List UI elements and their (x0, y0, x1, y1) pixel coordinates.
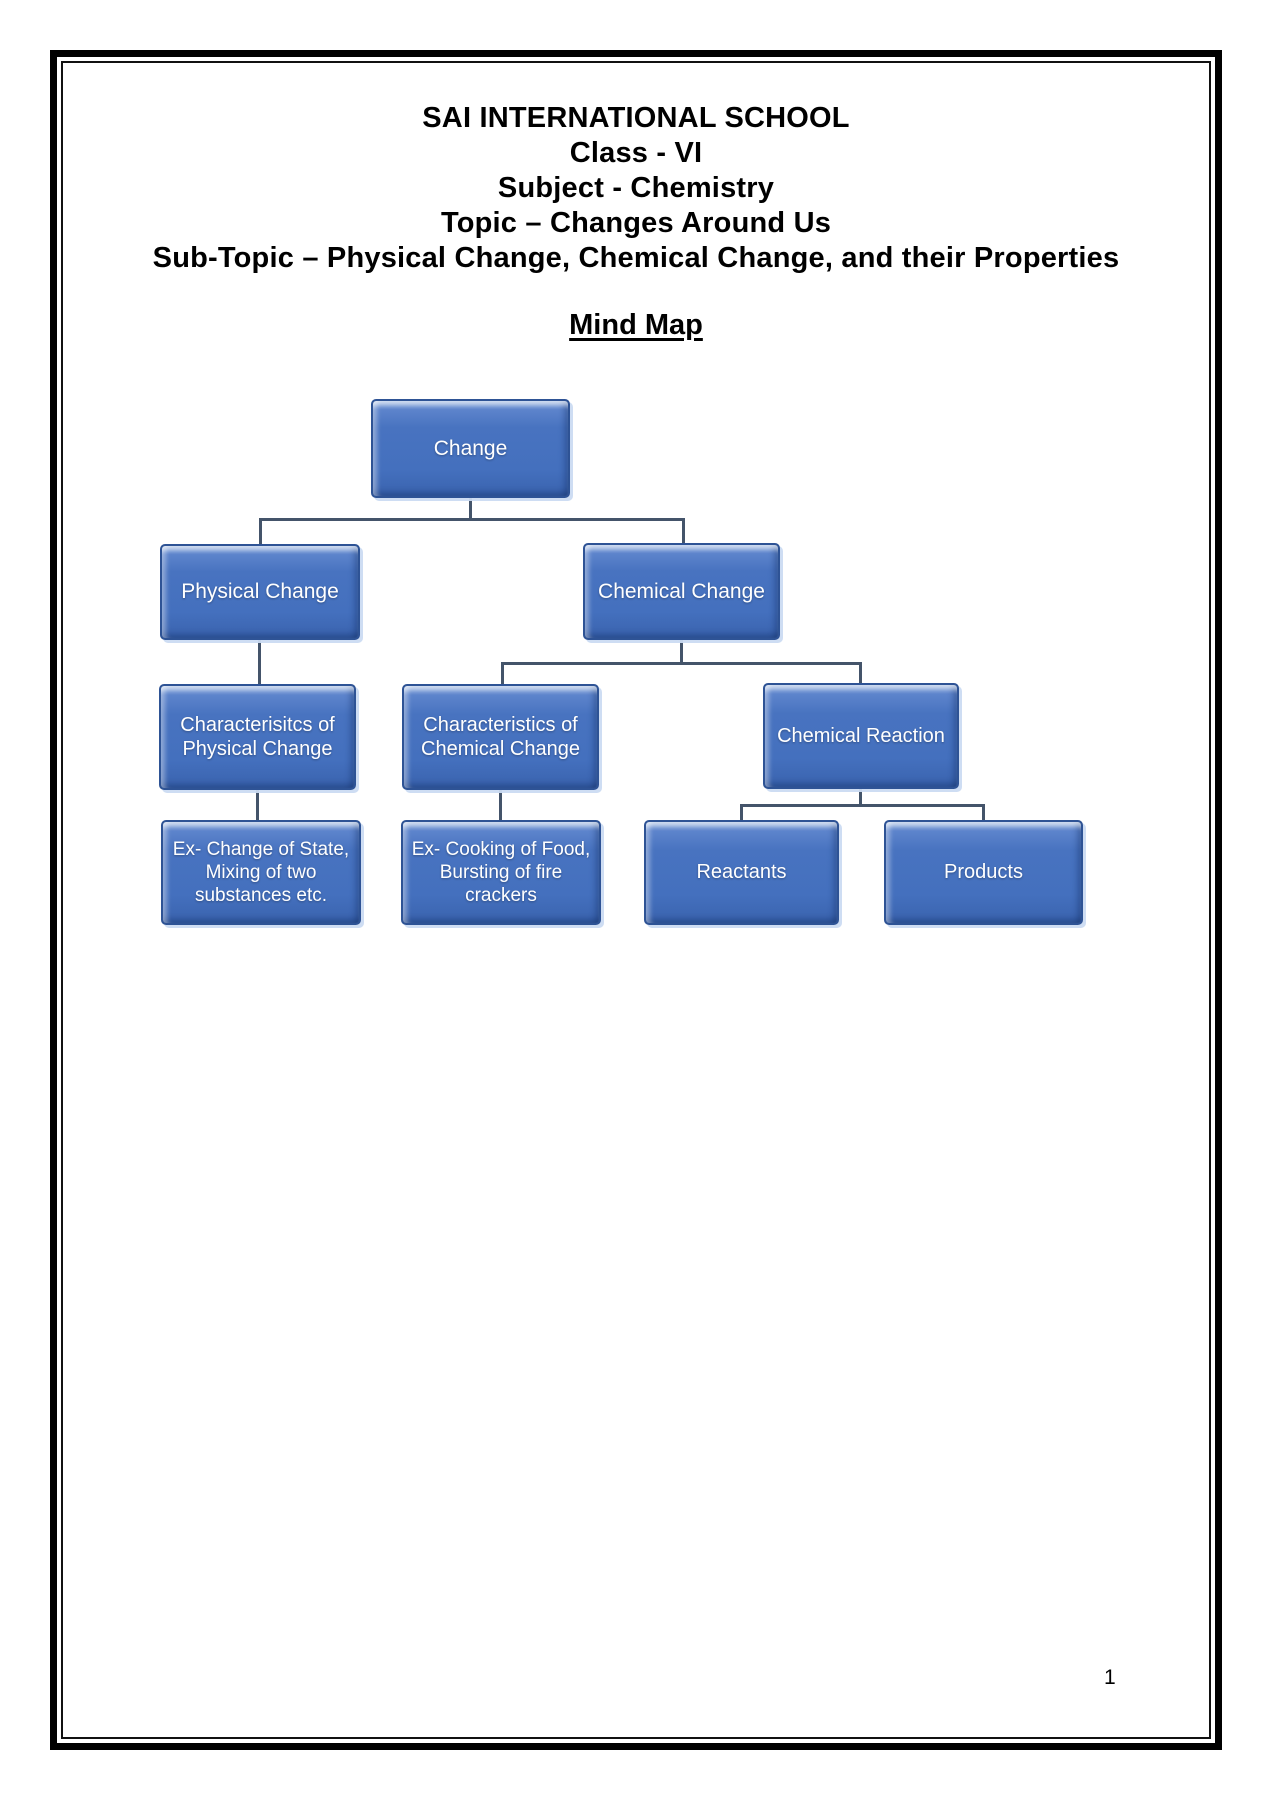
subject-line: Subject - Chemistry (497, 172, 775, 204)
node-characteristics-physical-label: Characterisitcs of Physical Change (180, 713, 335, 760)
connector-charchem-down (499, 790, 502, 820)
connector-change-horizontal (259, 518, 685, 521)
subtopic-line: Sub-Topic – Physical Change, Chemical Ch… (152, 242, 1120, 274)
node-characteristics-chemical-label: Characteristics of Chemical Change (421, 713, 580, 760)
connector-physical-down (258, 640, 261, 684)
connector-reaction-right-leg (982, 804, 985, 821)
node-reactants: Reactants (644, 820, 839, 925)
node-chemical-change-label: Chemical Change (598, 579, 765, 603)
connector-chemical-stub (680, 640, 683, 662)
page-number: 1 (1104, 1666, 1116, 1689)
node-characteristics-chemical: Characteristics of Chemical Change (402, 684, 599, 790)
node-chemical-reaction-label: Chemical Reaction (777, 724, 945, 747)
page-border-inner (61, 61, 1211, 1739)
node-physical-change: Physical Change (160, 544, 360, 640)
connector-reaction-left-leg (740, 804, 743, 821)
node-example-physical: Ex- Change of State, Mixing of two subst… (161, 820, 361, 925)
connector-change-left-leg (259, 518, 262, 544)
connector-reaction-stub (859, 789, 862, 804)
node-products-label: Products (944, 861, 1023, 884)
section-title: Mind Map (569, 309, 703, 341)
school-name: SAI INTERNATIONAL SCHOOL (422, 102, 850, 134)
node-example-chemical-label: Ex- Cooking of Food, Bursting of fire cr… (411, 838, 591, 907)
connector-chemical-horizontal (501, 662, 862, 665)
node-change: Change (371, 399, 570, 498)
document-header: SAI INTERNATIONAL SCHOOL Class - VI Subj… (0, 101, 1272, 276)
connector-reaction-horizontal (740, 804, 985, 807)
node-characteristics-physical: Characterisitcs of Physical Change (159, 684, 356, 790)
node-physical-change-label: Physical Change (181, 580, 339, 604)
node-chemical-change: Chemical Change (583, 543, 780, 640)
node-example-chemical: Ex- Cooking of Food, Bursting of fire cr… (401, 820, 601, 925)
connector-change-right-leg (682, 518, 685, 543)
page-border-outer (50, 50, 1222, 1750)
connector-chemical-right-leg (859, 662, 862, 683)
connector-change-stub (469, 498, 472, 518)
node-example-physical-label: Ex- Change of State, Mixing of two subst… (172, 838, 350, 907)
node-reactants-label: Reactants (696, 861, 787, 884)
topic-line: Topic – Changes Around Us (440, 207, 832, 239)
node-change-label: Change (433, 436, 508, 460)
node-chemical-reaction: Chemical Reaction (763, 683, 959, 789)
connector-charphys-down (256, 790, 259, 820)
class-line: Class - VI (569, 137, 703, 169)
node-products: Products (884, 820, 1083, 925)
connector-chemical-left-leg (501, 662, 504, 684)
